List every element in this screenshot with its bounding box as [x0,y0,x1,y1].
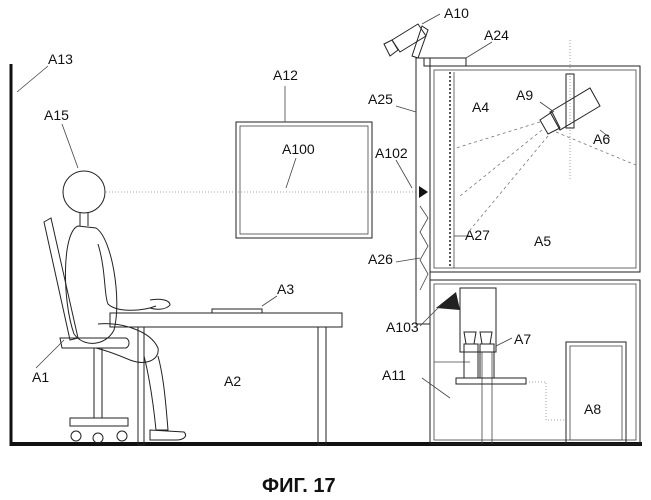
screen-outer-frame [236,122,372,238]
computer-a8-case [566,342,626,444]
camera-a9-lens [540,112,560,134]
person-torso [65,226,116,343]
label-a6: A6 [593,131,610,147]
label-a25: A25 [368,91,393,107]
a10-leader [422,14,440,24]
person-foot [150,430,186,440]
chair-back [44,218,78,340]
view-line-upper [456,122,540,148]
person-hand [150,299,170,309]
camera-a10-mount [412,26,428,58]
keyboard [212,309,262,313]
label-a27: A27 [465,227,490,243]
chair-post [94,348,102,418]
a25-leader [396,106,416,112]
a24-leader [466,42,492,58]
label-a8: A8 [584,401,601,417]
projector-lens-left [464,332,476,344]
label-a2: A2 [224,373,241,389]
computer-a8-inner [570,346,622,440]
a26-bracket [420,206,428,290]
label-a15: A15 [44,107,69,123]
person-head [63,171,105,213]
label-a5: A5 [534,233,551,249]
cable [526,382,566,420]
label-a11: A11 [382,367,406,383]
computer-unit [526,342,626,444]
a9-leader [540,102,554,112]
label-a24: A24 [484,27,509,43]
label-a9: A9 [516,87,533,103]
camera-a10-lens [384,40,398,56]
person-shin [144,356,168,430]
label-a103: A103 [386,319,419,335]
desk [110,296,342,445]
chair-wheel-mid [93,433,103,443]
label-a10: A10 [444,5,469,21]
a11-leader [422,378,450,398]
chair-base [70,418,128,426]
internal-camera [456,40,638,230]
view-line-lower [460,130,542,196]
label-a7: A7 [514,331,531,347]
a3-leader [262,296,277,306]
screen-monitor [236,86,372,238]
label-a4: A4 [472,99,489,115]
projector-lens-right [480,332,492,344]
label-a102: A102 [375,145,408,161]
projector-shelf [456,378,526,384]
a100-leader [286,158,296,188]
person-arm [98,244,156,310]
a102-leader [396,160,412,188]
a7-leader [496,338,512,346]
label-a13: A13 [48,51,73,67]
label-a100: A100 [282,141,315,157]
view-line-diag [470,136,548,230]
chair-wheel-left [71,431,81,441]
chair [36,218,129,443]
label-a26: A26 [368,251,393,267]
a1-leader [36,340,64,368]
label-a12: A12 [273,67,298,83]
figure-caption: ФИГ. 17 [262,475,336,497]
seated-person [62,124,186,440]
window-marker [419,186,428,198]
a13-leader [17,66,48,92]
projector-left-body [464,344,478,378]
external-camera [384,14,440,58]
desk-leg-left [138,327,144,445]
label-a1: A1 [32,369,49,385]
label-a3: A3 [277,281,294,297]
desk-top [110,313,342,327]
a15-leader [62,124,78,168]
person-thigh [96,324,158,363]
person-neck [80,213,88,226]
mirror-a103 [436,292,460,310]
chair-wheel-right [117,431,127,441]
desk-panel-right [318,327,326,445]
